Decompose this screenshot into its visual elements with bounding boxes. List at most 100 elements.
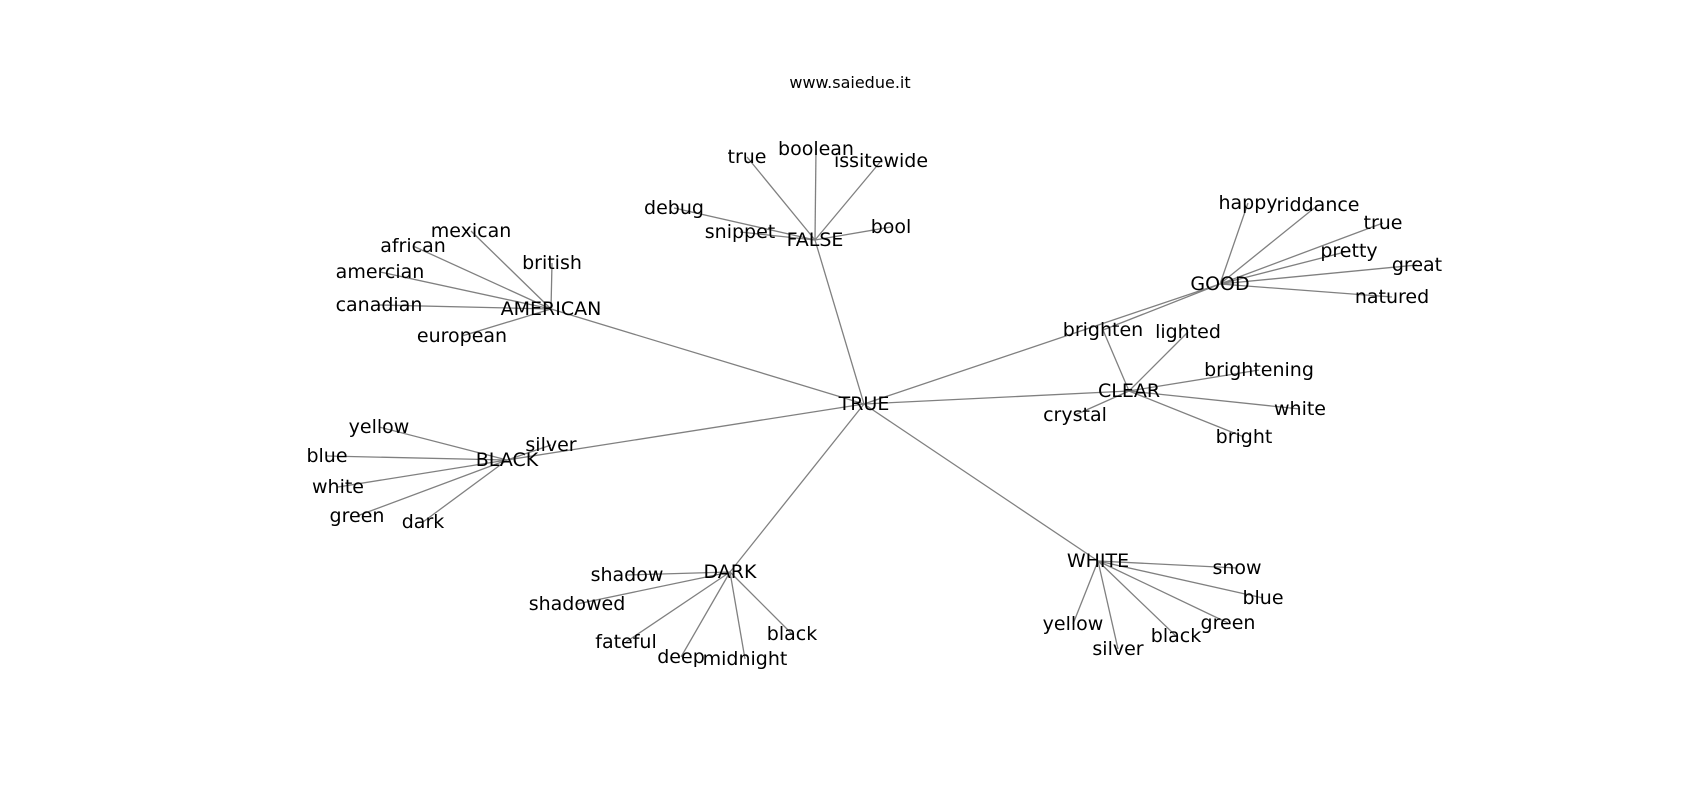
edge-clear-lighted bbox=[1128, 331, 1189, 392]
node-leaf-dark-fateful: fateful bbox=[595, 631, 656, 653]
edge-false-boolean bbox=[814, 148, 817, 241]
node-leaf-black-blue: blue bbox=[306, 445, 347, 467]
edge-false-snippet bbox=[739, 231, 816, 241]
edge-false-bool bbox=[814, 226, 892, 241]
edge-black-blue bbox=[326, 455, 508, 461]
node-leaf-white-green: green bbox=[1201, 612, 1256, 634]
edge-dark-deep bbox=[680, 571, 731, 658]
node-leaf-white-silver: silver bbox=[1092, 638, 1143, 660]
node-leaf-dark-deep: deep bbox=[657, 646, 705, 668]
edge-clear-brightening bbox=[1128, 369, 1260, 392]
edge-dark-shadowed bbox=[576, 571, 731, 605]
node-leaf-false-true: true bbox=[728, 146, 767, 168]
node-leaf-american-african: african bbox=[380, 235, 446, 257]
node-leaf-white-yellow: yellow bbox=[1043, 613, 1104, 635]
graph-edges bbox=[326, 148, 1418, 660]
node-hub-dark: DARK bbox=[704, 561, 757, 583]
edge-white-silver bbox=[1097, 560, 1119, 650]
edge-root-good bbox=[863, 283, 1221, 405]
edge-american-british bbox=[550, 262, 553, 310]
node-leaf-dark-shadow: shadow bbox=[591, 564, 664, 586]
edge-american-african bbox=[412, 245, 552, 310]
node-leaf-american-mexican: mexican bbox=[431, 220, 512, 242]
edge-american-canadian bbox=[378, 304, 552, 310]
node-leaf-good-true: true bbox=[1364, 212, 1403, 234]
node-leaf-dark-black: black bbox=[767, 623, 817, 645]
edge-good-true bbox=[1219, 222, 1384, 285]
node-leaf-clear-lighted: lighted bbox=[1155, 321, 1221, 343]
edge-false-true bbox=[746, 156, 816, 241]
edge-good-great bbox=[1219, 264, 1418, 285]
edge-american-amercian bbox=[379, 271, 552, 310]
node-leaf-dark-midnight: midnight bbox=[703, 648, 788, 670]
node-leaf-good-pretty: pretty bbox=[1320, 240, 1377, 262]
edge-american-mexican bbox=[470, 230, 552, 310]
node-leaf-good-riddance: riddance bbox=[1276, 194, 1359, 216]
edge-clear-crystal bbox=[1074, 390, 1130, 416]
edge-dark-fateful bbox=[625, 571, 731, 643]
node-leaf-black-dark: dark bbox=[402, 511, 445, 533]
node-leaf-false-boolean: boolean bbox=[778, 138, 854, 160]
node-leaf-american-british: british bbox=[522, 252, 582, 274]
edge-white-yellow bbox=[1072, 560, 1099, 625]
edge-root-american bbox=[550, 308, 865, 405]
node-leaf-black-silver: silver bbox=[525, 434, 576, 456]
edge-false-debug bbox=[673, 207, 816, 241]
edge-good-happy bbox=[1219, 202, 1249, 285]
node-leaf-white-black: black bbox=[1151, 625, 1201, 647]
edge-black-yellow bbox=[378, 426, 508, 461]
edge-root-dark bbox=[729, 403, 865, 573]
edge-good-riddance bbox=[1219, 204, 1319, 285]
edge-white-black bbox=[1097, 560, 1177, 637]
edge-clear-white bbox=[1128, 390, 1301, 410]
node-leaf-dark-shadowed: shadowed bbox=[529, 593, 626, 615]
site-watermark: www.saiedue.it bbox=[789, 73, 910, 92]
node-leaf-false-issitewide: issitewide bbox=[834, 150, 928, 172]
edge-root-black bbox=[506, 403, 865, 461]
node-leaf-american-canadian: canadian bbox=[336, 294, 423, 316]
edge-white-blue bbox=[1097, 560, 1264, 599]
node-leaf-good-natured: natured bbox=[1355, 286, 1429, 308]
edge-dark-black bbox=[729, 571, 793, 635]
node-leaf-american-european: european bbox=[417, 325, 507, 347]
edge-black-silver bbox=[506, 444, 552, 461]
node-leaf-clear-bright: bright bbox=[1216, 426, 1273, 448]
node-leaf-good-great: great bbox=[1392, 254, 1442, 276]
edge-root-false bbox=[814, 239, 865, 405]
edge-extra-0 bbox=[1102, 283, 1221, 331]
edge-dark-shadow bbox=[626, 571, 731, 576]
edge-clear-bright bbox=[1128, 390, 1245, 438]
node-leaf-black-green: green bbox=[330, 505, 385, 527]
node-leaf-black-yellow: yellow bbox=[349, 416, 410, 438]
node-leaf-false-debug: debug bbox=[644, 197, 704, 219]
edge-false-issitewide bbox=[814, 160, 882, 241]
edge-white-snow bbox=[1097, 560, 1238, 569]
edge-white-green bbox=[1097, 560, 1229, 624]
node-leaf-clear-white: white bbox=[1274, 398, 1326, 420]
edge-black-dark bbox=[422, 459, 508, 523]
edge-root-clear bbox=[863, 390, 1130, 405]
edge-black-white bbox=[337, 459, 508, 488]
node-leaf-white-blue: blue bbox=[1242, 587, 1283, 609]
edge-root-white bbox=[863, 403, 1099, 562]
node-leaf-good-happy: happy bbox=[1218, 192, 1277, 214]
node-leaf-clear-crystal: crystal bbox=[1043, 404, 1107, 426]
node-hub-white: WHITE bbox=[1067, 550, 1129, 572]
node-leaf-black-white: white bbox=[312, 476, 364, 498]
node-hub-good: GOOD bbox=[1190, 273, 1249, 295]
node-root: TRUE bbox=[838, 393, 890, 415]
node-leaf-false-bool: bool bbox=[871, 216, 912, 238]
edge-american-european bbox=[461, 308, 552, 337]
node-leaf-clear-brighten: brighten bbox=[1063, 319, 1143, 341]
edge-clear-brighten bbox=[1102, 329, 1130, 392]
node-leaf-american-amercian: amercian bbox=[336, 261, 425, 283]
node-hub-black: BLACK bbox=[476, 449, 539, 471]
edge-good-natured bbox=[1219, 283, 1393, 298]
node-hub-false: FALSE bbox=[787, 229, 844, 251]
node-hub-clear: CLEAR bbox=[1098, 380, 1160, 402]
edge-dark-midnight bbox=[729, 571, 746, 660]
node-leaf-clear-brightening: brightening bbox=[1204, 359, 1314, 381]
node-hub-american: AMERICAN bbox=[501, 298, 602, 320]
